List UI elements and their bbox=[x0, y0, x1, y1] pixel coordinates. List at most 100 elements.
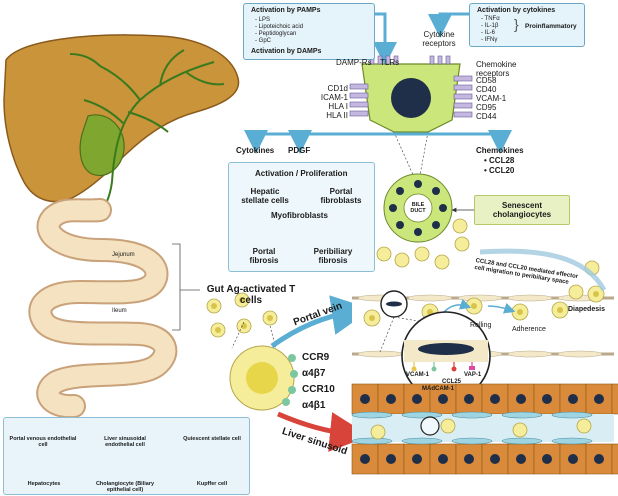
senescent-cholangiocytes-box: Senescent cholangiocytes bbox=[474, 195, 570, 225]
portal-vein-arrow bbox=[270, 295, 372, 349]
receptor-left-hla2: HLA II bbox=[326, 111, 348, 120]
pamp-arrow bbox=[373, 12, 397, 66]
hepatocyte-nucleus bbox=[490, 394, 500, 404]
hepatocyte-nucleus bbox=[464, 454, 474, 464]
pamp-item-gpc: - GpC bbox=[255, 38, 272, 44]
legend-lsec: Liver sinusoidal endothelial cell bbox=[104, 436, 146, 448]
hepatocyte-nucleus bbox=[490, 454, 500, 464]
rolling-arrows bbox=[443, 298, 516, 314]
cytokine-item-il1: - IL-1β bbox=[481, 23, 499, 29]
hepatocyte-nucleus bbox=[412, 394, 422, 404]
hepatocyte bbox=[585, 443, 613, 475]
cytokine-activation-box: Activation by cytokines - TNFα - IL-1β -… bbox=[469, 3, 585, 47]
tlrs-label: TLRs bbox=[380, 58, 400, 67]
proinflammatory-label: Proinflammatory bbox=[525, 23, 577, 30]
intestine-shape bbox=[28, 198, 178, 419]
receptor-right-cd58: CD58 bbox=[476, 76, 497, 85]
tcells-title: Gut Ag-activated T cells bbox=[206, 284, 296, 306]
pamp-item-lta: - Lipoteichoic acid bbox=[255, 24, 304, 30]
chemokines-label: Chemokines bbox=[476, 146, 524, 155]
activation-title: Activation / Proliferation bbox=[255, 169, 348, 178]
hepatocyte-nucleus bbox=[438, 394, 448, 404]
migration-arrow bbox=[479, 248, 607, 292]
receptor-left-icam1: ICAM-1 bbox=[320, 93, 348, 102]
marker-ccr9: CCR9 bbox=[302, 352, 330, 363]
madcam-label: MAdCAM-1 bbox=[422, 386, 454, 392]
hepatocyte-nucleus bbox=[594, 394, 604, 404]
hepatocyte-nucleus bbox=[568, 454, 578, 464]
intestine-brackets bbox=[172, 243, 200, 331]
cytokine-item-il6: - IL-6 bbox=[481, 30, 496, 36]
cytokine-item-ifn: - IFNγ bbox=[481, 37, 498, 43]
ccl25-label: CCL25 bbox=[442, 379, 462, 385]
damp-rs-label: DAMP-Rs bbox=[336, 58, 372, 67]
activation-proliferation-box: Activation / Proliferation Hepatic stell… bbox=[228, 162, 375, 272]
tcell-receptors bbox=[282, 354, 298, 406]
hepatocyte-nucleus bbox=[568, 394, 578, 404]
marker-a4b7: α4β7 bbox=[302, 368, 326, 379]
sinusoid-lumen bbox=[352, 414, 614, 442]
hepatocyte-nucleus bbox=[542, 394, 552, 404]
sinusoid-endothelium bbox=[351, 411, 593, 445]
peribiliary-fibrosis-label: Peribiliary fibrosis bbox=[313, 247, 353, 265]
senescent-label: Senescent cholangiocytes bbox=[492, 201, 552, 219]
portal-fibroblasts-label: Portal fibroblasts bbox=[320, 187, 362, 205]
tcell-zoom-lines bbox=[231, 321, 277, 349]
legend-hepatocytes: Hepatocytes bbox=[27, 481, 61, 487]
ccl20-label: • CCL20 bbox=[484, 166, 515, 175]
pamp-title: Activation by PAMPs bbox=[251, 7, 321, 14]
cytokine-item-tnf: - TNFα bbox=[481, 16, 500, 22]
sinusoid-tcells bbox=[370, 418, 592, 440]
cytokine-arrow bbox=[428, 12, 469, 38]
ileum-label: Ileum bbox=[112, 308, 127, 314]
hepatocyte-nucleus bbox=[516, 454, 526, 464]
cytokines-label: Cytokines bbox=[236, 146, 275, 155]
legend-stellate: Quiescent stellate cell bbox=[183, 436, 241, 442]
hepatocyte-nucleus bbox=[360, 394, 370, 404]
endothelium-zoom bbox=[401, 311, 491, 401]
receptor-left-cd1d: CD1d bbox=[327, 84, 348, 93]
receptor-right-cd95: CD95 bbox=[476, 103, 497, 112]
tcell-large-nucleus bbox=[246, 362, 278, 394]
bile-duct-cross-section bbox=[383, 173, 453, 243]
bile-duct-label: BILE DUCT bbox=[410, 202, 426, 214]
pamp-item-lps: - LPS bbox=[255, 17, 271, 23]
hepatocyte-nucleus bbox=[386, 394, 396, 404]
receptor-left-hla1: HLA I bbox=[328, 102, 348, 111]
legend-portal-endothelial: Portal venous endothelial cell bbox=[9, 436, 77, 448]
hsc-label: Hepatic stellate cells bbox=[241, 187, 289, 205]
marker-a4b1: α4β1 bbox=[302, 400, 326, 411]
receptor-right-cd44: CD44 bbox=[476, 112, 497, 121]
rolling-label: Rolling bbox=[470, 322, 492, 329]
adherence-label: Adherence bbox=[512, 326, 546, 333]
legend-cholangiocyte: Cholangiocyte (Biliary epithelial cell) bbox=[95, 481, 155, 493]
hepatocyte-nucleus bbox=[464, 394, 474, 404]
receptor-stubs bbox=[349, 55, 473, 118]
legend-kupffer: Kupffer cell bbox=[196, 481, 228, 487]
diapedesis-label: Diapedesis bbox=[568, 306, 605, 313]
cytokine-receptors-label: Cytokine receptors bbox=[422, 30, 456, 48]
jejunum-label: Jejunum bbox=[112, 252, 135, 258]
vessel-tcells-nuclei bbox=[369, 291, 599, 321]
myofibroblasts-label: Myofibroblasts bbox=[271, 211, 328, 220]
ccl28-label: • CCL28 bbox=[484, 156, 515, 165]
legend-box: Portal venous endothelial cell Liver sin… bbox=[3, 417, 250, 495]
marker-ccr10: CCR10 bbox=[302, 384, 335, 395]
hepatocyte bbox=[611, 383, 618, 415]
cytokine-box-title: Activation by cytokines bbox=[477, 7, 556, 14]
portal-fibrosis-label: Portal fibrosis bbox=[249, 247, 279, 265]
chemokine-receptors-label: Chemokine receptors bbox=[476, 60, 517, 78]
hepatocyte-nucleus bbox=[516, 394, 526, 404]
pamp-activation-box: Activation by PAMPs - LPS - Lipoteichoic… bbox=[243, 3, 375, 60]
receptor-right-vcam1: VCAM-1 bbox=[476, 94, 507, 103]
magnifier-sinusoid bbox=[420, 416, 440, 436]
hepatocyte bbox=[611, 443, 618, 475]
pamp-item-pg: - Peptidoglycan bbox=[255, 31, 297, 37]
liver-shape bbox=[3, 34, 240, 203]
hepatocyte-nucleus bbox=[594, 454, 604, 464]
hepatocyte-nucleus bbox=[360, 454, 370, 464]
tcell-cluster-nuclei bbox=[211, 297, 273, 333]
hepatocyte-nucleus bbox=[386, 454, 396, 464]
hepatocyte-nucleus bbox=[542, 454, 552, 464]
